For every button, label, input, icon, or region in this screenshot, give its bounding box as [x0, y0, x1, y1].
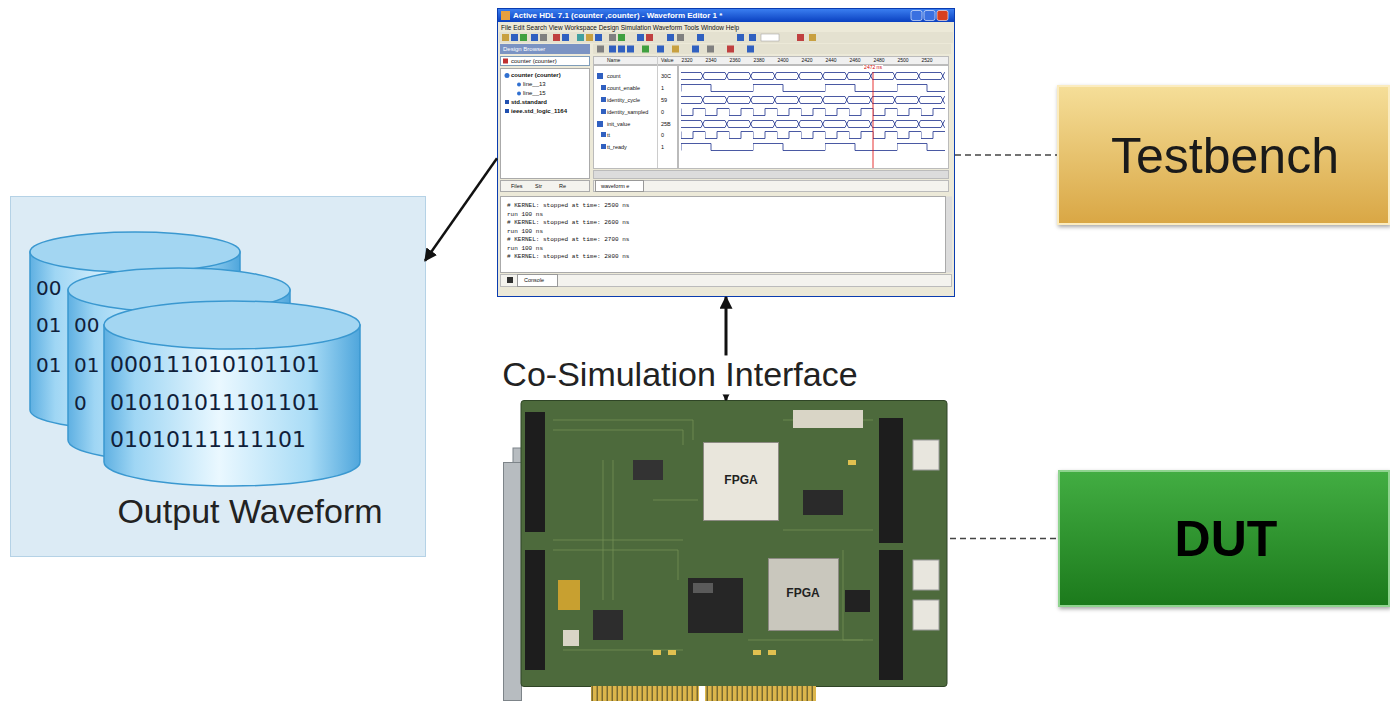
window-text: counter (counter): [511, 58, 557, 65]
window-text: 0: [661, 132, 664, 138]
window-text: Design Browser: [503, 46, 545, 53]
window-text: 2460: [849, 58, 860, 64]
fpga-board-illustration: [503, 400, 950, 705]
window-text: line__13: [523, 81, 546, 88]
binary-digits: 01010111111101: [110, 427, 306, 452]
window-text: 2400: [777, 58, 788, 64]
window-text: 1: [661, 85, 664, 91]
chip-label: FPGA: [724, 474, 757, 488]
window-text: tt: [607, 132, 610, 138]
window-text: Value: [661, 58, 673, 64]
box-title: Testbench: [1111, 128, 1339, 186]
window-text: run 100 ns: [507, 229, 543, 236]
window-text: init_value: [607, 121, 630, 127]
window-text: line__15: [523, 90, 546, 97]
window-text: identity_cycle: [607, 97, 640, 103]
window-text: 2472 ns: [863, 65, 883, 71]
window-text: Console: [524, 277, 544, 283]
window-text: # KERNEL: stopped at time: 2500 ns: [507, 203, 629, 210]
window-text: Name: [607, 58, 620, 64]
fpga-board: FPGA FPGA: [503, 400, 950, 705]
window-text: 2440: [825, 58, 836, 64]
window-text: 2340: [705, 58, 716, 64]
connector: [425, 158, 497, 261]
window-text: tt_ready: [607, 144, 627, 150]
window-text: Files: [511, 183, 523, 189]
window-text: identity_sampled: [607, 109, 648, 115]
window-text: 30C: [661, 73, 671, 79]
window-text: 2500: [897, 58, 908, 64]
window-text: 59: [661, 97, 667, 103]
window-text: std.standard: [511, 99, 547, 106]
binary-digits: 00: [36, 277, 61, 300]
database-cylinder: [104, 301, 360, 486]
window-text: run 100 ns: [507, 212, 543, 219]
window-text: count: [607, 73, 620, 79]
binary-digits: 01: [74, 354, 99, 377]
window-text: # KERNEL: stopped at time: 2600 ns: [507, 220, 629, 227]
window-text: run 100 ns: [507, 246, 543, 253]
window-text: 0: [661, 109, 664, 115]
window-text: Active HDL 7.1 (counter ,counter) - Wave…: [513, 11, 722, 20]
database-illustration: [0, 0, 440, 570]
window-text: Str: [535, 183, 542, 189]
box-title: DUT: [1175, 511, 1278, 569]
window-text: File Edit Search View Workspace Design S…: [501, 24, 739, 31]
window-text: waveform e: [601, 183, 629, 189]
connector: [950, 538, 1058, 540]
binary-digits: 000111010101101: [110, 352, 320, 377]
window-text: 25B: [661, 121, 671, 127]
window-text: 2360: [729, 58, 740, 64]
window-text: count_enable: [607, 85, 640, 91]
window-text: ieee.std_logic_1164: [511, 108, 567, 115]
chip-label: FPGA: [786, 587, 819, 601]
window-text: 2480: [873, 58, 884, 64]
panel-ground: [11, 197, 426, 557]
interface-label: Co-Simulation Interface: [496, 355, 863, 394]
module-box: DUT: [1058, 470, 1390, 607]
binary-digits: 01: [36, 354, 61, 377]
binary-digits: 010101011101101: [110, 390, 320, 415]
window-text: 2520: [921, 58, 932, 64]
window-text: 2420: [801, 58, 812, 64]
connector: [955, 154, 1057, 156]
window-text: # KERNEL: stopped at time: 2800 ns: [507, 254, 629, 261]
window-text: counter (counter): [511, 72, 561, 79]
window-text: Re: [559, 183, 566, 189]
window-text: 2380: [753, 58, 764, 64]
window-text: 2320: [681, 58, 692, 64]
database-panel: Output Waveform: [10, 196, 425, 556]
window-text: 1: [661, 144, 664, 150]
binary-digits: 00: [74, 314, 99, 337]
binary-digits: 0: [74, 392, 87, 415]
module-box: Testbench: [1057, 85, 1390, 225]
panel-caption: Output Waveform: [117, 492, 382, 531]
window-text: # KERNEL: stopped at time: 2700 ns: [507, 237, 629, 244]
screenshot-window: Active HDL 7.1 (counter ,counter) - Wave…: [497, 8, 955, 297]
binary-digits: 01: [36, 314, 61, 337]
connector: [725, 297, 728, 400]
